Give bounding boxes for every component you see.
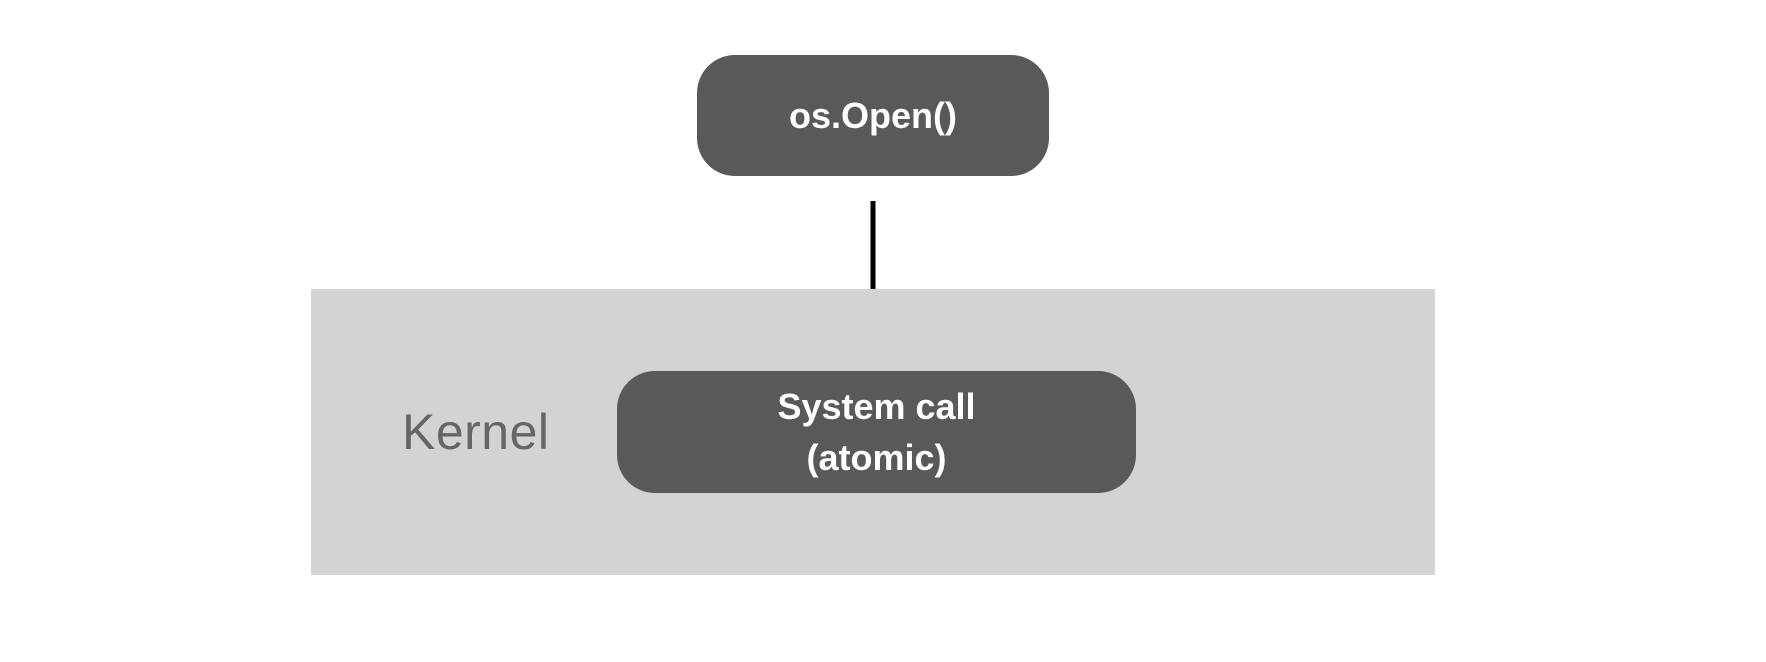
os-open-node: os.Open() [697, 55, 1049, 176]
kernel-band-label: Kernel [402, 404, 550, 460]
system-call-node-label-line2: (atomic) [806, 437, 947, 478]
system-call-node-label-line1: System call [777, 385, 976, 427]
system-call-node: System call (atomic) [617, 371, 1136, 493]
os-open-node-label: os.Open() [789, 94, 957, 136]
